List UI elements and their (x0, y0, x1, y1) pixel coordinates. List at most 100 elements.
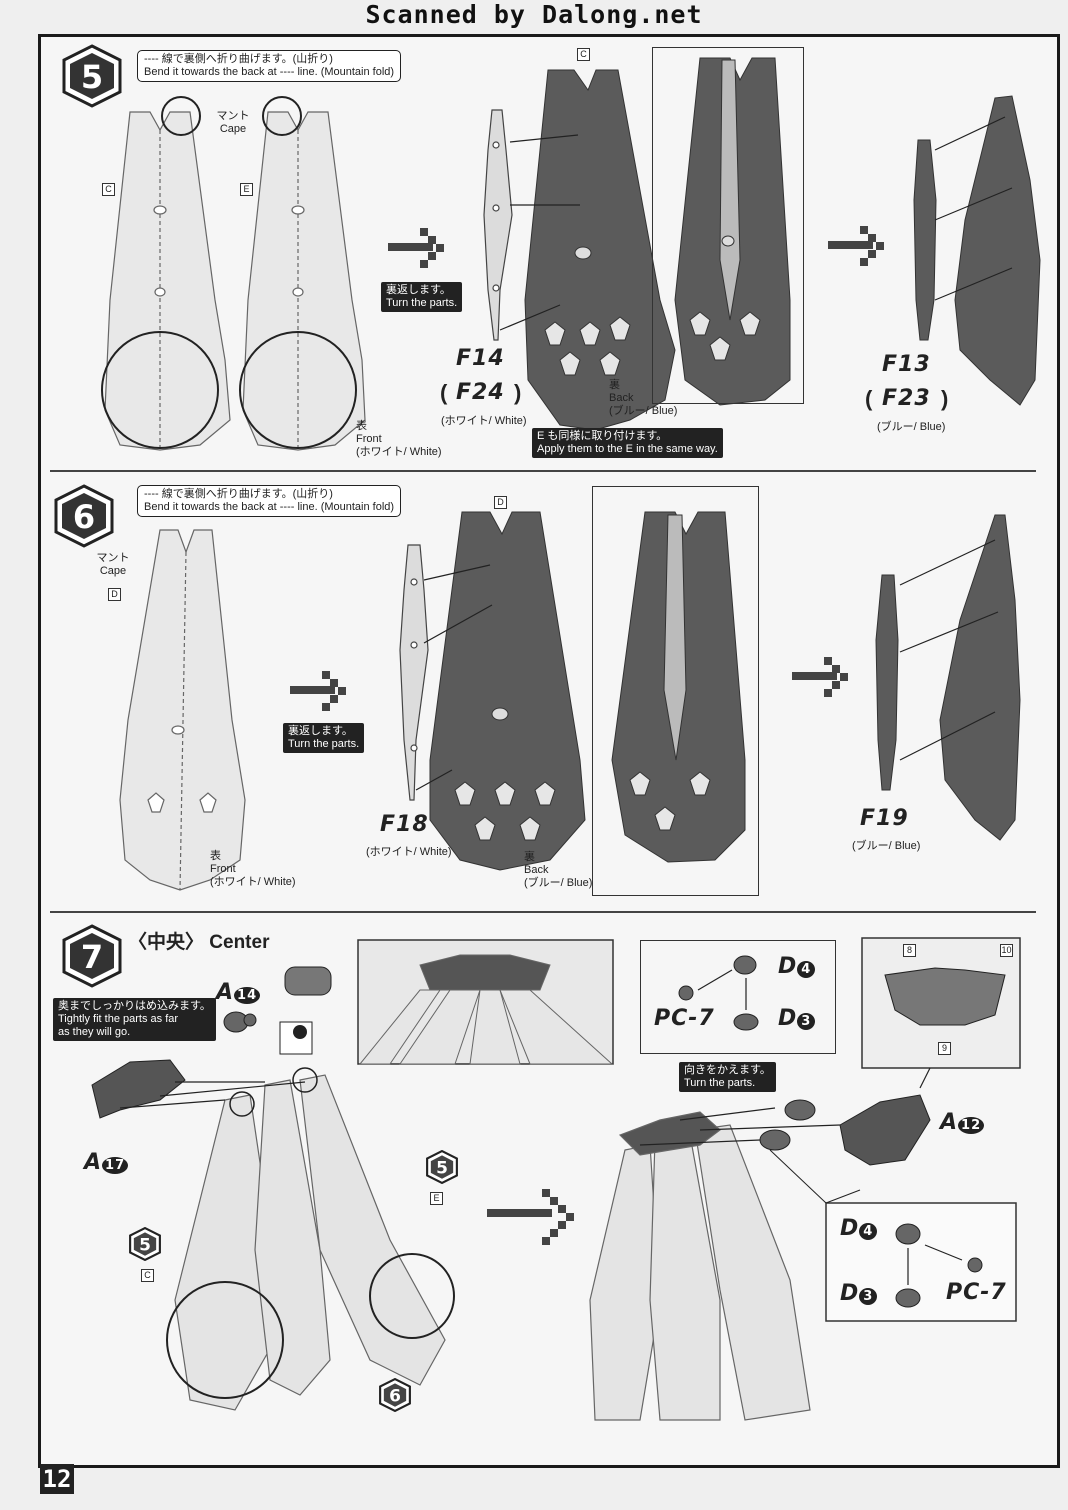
step6-front-label: 表 Front (ホワイト/ White) (210, 850, 296, 889)
step6-cape-en: Cape (99, 565, 127, 577)
ref5a-number: 5 (436, 1158, 448, 1178)
code-a12-prefix: A (940, 1110, 959, 1135)
step6-back-label: 裏 Back (ブルー/ Blue) (524, 851, 592, 890)
ref-step6-badge: 6 (379, 1378, 411, 1412)
code-f24: F24 (456, 380, 505, 405)
inset-num-10: 10 (1000, 944, 1013, 957)
part-f18 (399, 544, 429, 801)
step6-turn-en: Turn the parts. (288, 738, 360, 750)
part-d-tag: D (108, 588, 121, 601)
part-d-tag-back: D (494, 496, 507, 509)
cape-c-front (104, 111, 231, 451)
code-d4-detail-prefix: D (840, 1216, 860, 1241)
step6-note-en: Bend it towards the back at ---- line. (… (144, 501, 395, 513)
paren-open-f24: ( (440, 380, 448, 405)
part-f19-strip (875, 574, 899, 791)
code-a14-prefix: A (216, 980, 235, 1005)
step5-front-color: (ホワイト/ White) (356, 446, 442, 458)
code-pc7-top: PC-7 (654, 1006, 715, 1031)
step6-note-jp: ---- 線で裏側へ折り曲げます。(山折り) (144, 488, 333, 500)
code-a17-num: 17 (102, 1157, 129, 1174)
step6-fold-note: ---- 線で裏側へ折り曲げます。(山折り) Bend it towards t… (137, 485, 402, 517)
step5-color-blue: (ブルー/ Blue) (877, 421, 946, 433)
step5-color-white: (ホワイト/ White) (441, 415, 527, 427)
code-f23: F23 (882, 386, 931, 411)
part-c-tag: C (102, 183, 115, 196)
step5-back-label: 裏 Back (ブルー/ Blue) (609, 379, 677, 418)
part-c-tag-back: C (577, 48, 590, 61)
cape-e-front (242, 111, 366, 451)
step5-apply-note: E も同様に取り付けます。 Apply them to the E in the… (532, 428, 723, 458)
step5-apply-jp-line: E も同様に取り付けます。 (537, 430, 718, 443)
step5-front-en: Front (356, 433, 382, 445)
step-7-number: 7 (81, 938, 103, 976)
step6-cape-label: マント Cape (92, 552, 134, 578)
step6-front-en: Front (210, 863, 236, 875)
part-d-balljoint-top (678, 955, 759, 1031)
step6-turn-label: 裏返します。 Turn the parts. (283, 723, 365, 753)
code-f19-prefix: F1 (860, 806, 893, 831)
step6-front-jp: 表 (210, 850, 221, 862)
code-f14-prefix: F1 (456, 346, 489, 371)
inset-num-9: 9 (938, 1042, 951, 1055)
code-pc7-detail: PC-7 (946, 1280, 1007, 1305)
code-d3-top-num: 3 (797, 1013, 816, 1030)
code-d3-top-prefix: D (778, 1006, 798, 1031)
code-d4-detail-num: 4 (859, 1223, 878, 1240)
code-d3-detail-prefix: D (840, 1281, 860, 1306)
step-6-badge: 6 (54, 484, 114, 548)
step-6-number: 6 (73, 498, 95, 536)
code-f23-prefix: F2 (882, 386, 915, 411)
part-pc7-balls (759, 1099, 816, 1151)
step5-cape-label: マント Cape (212, 110, 254, 136)
pixel-arrow-6b (792, 657, 848, 697)
step5-apply-part-jp: E (537, 430, 545, 442)
step6-back-en: Back (524, 864, 549, 876)
part-f13-strip (913, 139, 937, 341)
scan-watermark: Scanned by Dalong.net (0, 0, 1068, 34)
pixel-arrow-5a (388, 228, 444, 268)
part-a14 (223, 1011, 257, 1033)
code-d3-detail-num: 3 (859, 1288, 878, 1305)
ref5b-number: 5 (139, 1235, 151, 1255)
code-f23-num: 3 (914, 386, 931, 411)
paren-close-f23: ) (941, 386, 949, 411)
cape-d-assembled (611, 511, 746, 863)
cape-c-assembled (674, 57, 791, 406)
step7-tight-jp: 奥までしっかりはめ込みます。 (58, 1000, 211, 1012)
step5-fold-note: ---- 線で裏側へ折り曲げます。(山折り) Bend it towards t… (137, 50, 402, 82)
code-a12-num: 12 (958, 1117, 985, 1134)
step5-note-en: Bend it towards the back at ---- line. (… (144, 66, 395, 78)
center-cape-fan-right (589, 1111, 811, 1421)
part-f14 (483, 109, 513, 341)
step5-apply-en-line: Apply them to the E in the same way. (537, 443, 718, 456)
ref5a-part-tag: E (430, 1192, 443, 1205)
code-f14: F14 (456, 346, 505, 371)
code-f13: F13 (882, 352, 931, 377)
step5-turn-en: Turn the parts. (386, 297, 458, 309)
pixel-arrow-5b (828, 226, 884, 266)
code-a17-prefix: A (84, 1150, 103, 1175)
step6-back-color: (ブルー/ Blue) (524, 877, 593, 889)
cape-d-finished (939, 514, 1021, 841)
page-number: 12 (40, 1464, 74, 1494)
step5-apply-post: in the same way. (636, 443, 718, 455)
step5-assembled-box (652, 47, 804, 404)
step7-subassembly-box (640, 940, 836, 1054)
step7-turn-jp: 向きをかえます。 (684, 1064, 771, 1076)
ref-step5-e-badge: 5 (426, 1150, 458, 1184)
step5-back-en: Back (609, 392, 634, 404)
cape-d-front (119, 529, 246, 891)
paren-close-f24: ) (514, 380, 522, 405)
step-5-number: 5 (81, 58, 103, 96)
part-a12 (839, 1094, 931, 1166)
step5-front-jp: 表 (356, 420, 367, 432)
step6-cape-jp: マント (96, 552, 130, 564)
